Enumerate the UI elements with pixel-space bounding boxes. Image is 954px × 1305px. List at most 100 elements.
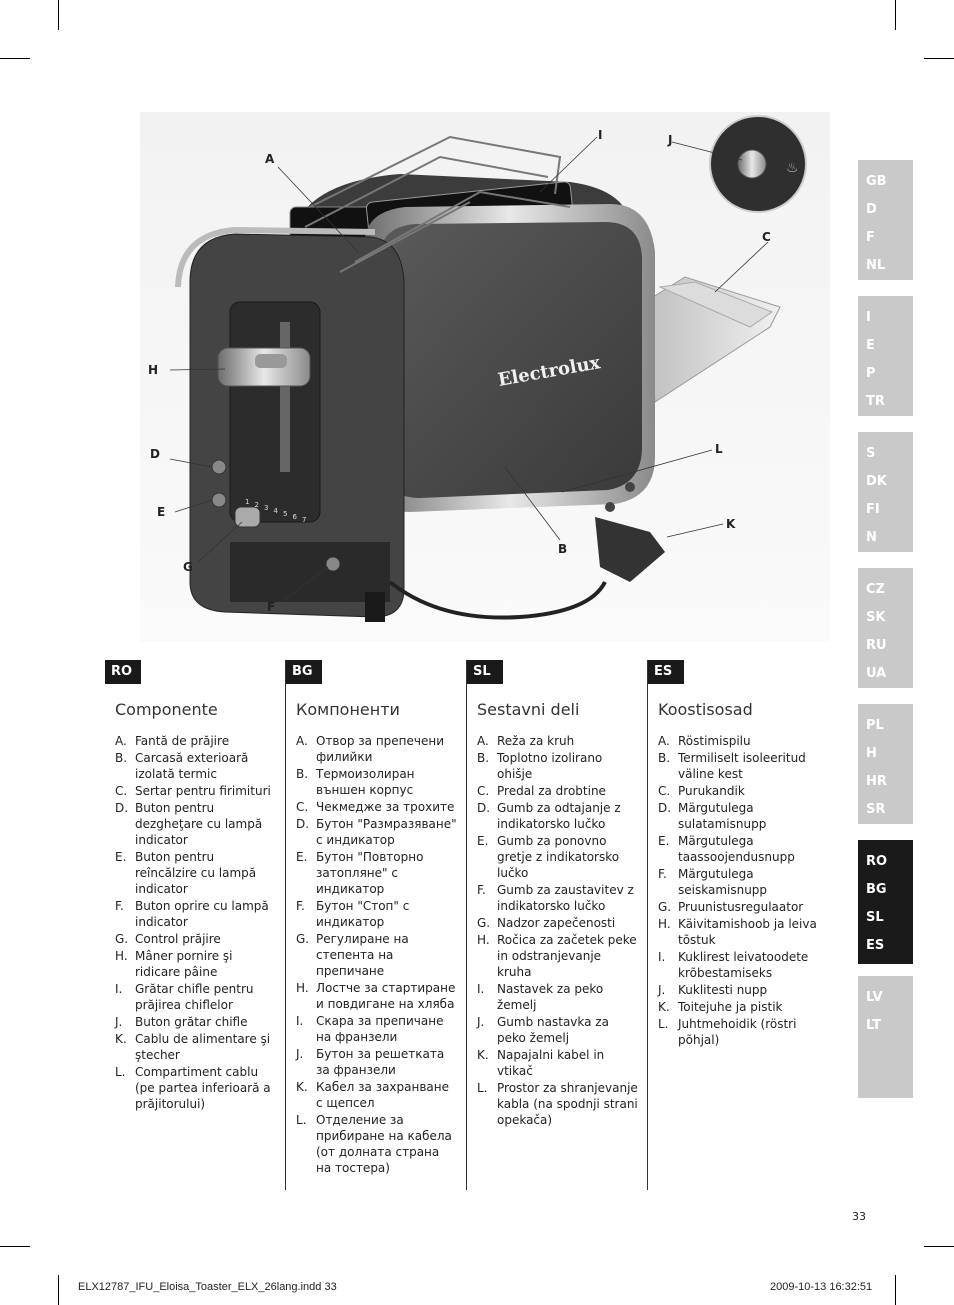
item-key: B. bbox=[115, 751, 128, 765]
language-tab-label: CZ bbox=[866, 582, 885, 597]
language-tab-label: HR bbox=[866, 774, 887, 789]
page-number: 33 bbox=[852, 1210, 866, 1223]
item-text: Käivitamishoob ja leiva tõstuk bbox=[678, 917, 817, 947]
item-text: Buton grătar chifle bbox=[135, 1015, 248, 1029]
list-item: H.Mâner pornire şi ridicare pâine bbox=[115, 948, 277, 980]
item-text: Ročica za začetek peke in odstranjevanje… bbox=[497, 933, 637, 979]
item-key: D. bbox=[296, 817, 310, 831]
language-tab-label: E bbox=[866, 338, 875, 353]
list-item: G.Регулиране на степента на препичане bbox=[296, 931, 458, 979]
scale-digit: 1 bbox=[245, 498, 249, 506]
list-item: C.Чекмедже за трохите bbox=[296, 799, 458, 815]
defrost-button-illustration bbox=[211, 459, 227, 475]
footer-timestamp: 2009-10-13 16:32:51 bbox=[770, 1281, 873, 1293]
item-key: K. bbox=[658, 1000, 670, 1014]
list-item: G.Pruunistusregulaator bbox=[658, 899, 820, 915]
list-item: F.Бутон "Стоп" с индикатор bbox=[296, 898, 458, 930]
language-tab-label: D bbox=[866, 202, 877, 217]
list-item: I.Grătar chifle pentru prăjirea chiflelo… bbox=[115, 981, 277, 1013]
list-item: H. Käivitamishoob ja leiva tõstuk bbox=[658, 916, 820, 948]
item-key: K. bbox=[115, 1032, 127, 1046]
list-item: I.Nastavek za peko žemelj bbox=[477, 981, 639, 1013]
item-key: F. bbox=[658, 867, 667, 881]
item-text: Juhtmehoidik (röstri põhjal) bbox=[678, 1017, 797, 1047]
footer-file-name: ELX12787_IFU_Eloisa_Toaster_ELX_26lang.i… bbox=[78, 1281, 337, 1293]
item-key: L. bbox=[296, 1113, 307, 1127]
item-key: L. bbox=[477, 1081, 488, 1095]
item-text: Kuklitesti nupp bbox=[678, 983, 768, 997]
item-key: K. bbox=[296, 1080, 308, 1094]
list-item: L.Отделение за прибиране на кабела (от д… bbox=[296, 1112, 458, 1176]
language-tab-label: N bbox=[866, 530, 877, 545]
list-item: D.Buton pentru dezgheţare cu lampă indic… bbox=[115, 800, 277, 848]
language-tab-label: LT bbox=[866, 1018, 881, 1033]
item-text: Toitejuhe ja pistik bbox=[678, 1000, 783, 1014]
language-tab-label: S bbox=[866, 446, 876, 461]
item-key: J. bbox=[115, 1015, 123, 1029]
callout-j: J bbox=[668, 133, 673, 147]
item-text: Fantă de prăjire bbox=[135, 734, 230, 748]
item-text: Регулиране на степента на препичане bbox=[316, 932, 409, 978]
column-title: Componente bbox=[115, 700, 218, 719]
list-item: C.Sertar pentru firimituri bbox=[115, 783, 277, 799]
item-text: Термоизолиран външен корпус bbox=[316, 767, 415, 797]
item-text: Control prăjire bbox=[135, 932, 221, 946]
item-text: Buton oprire cu lampă indicator bbox=[135, 899, 269, 929]
language-tab-label: SR bbox=[866, 802, 886, 817]
item-key: L. bbox=[658, 1017, 669, 1031]
item-text: Grătar chifle pentru prăjirea chiflelor bbox=[135, 982, 254, 1012]
item-text: Кабел за захранване с щепсел bbox=[316, 1080, 449, 1110]
column-divider bbox=[647, 660, 648, 1190]
column-bg: BG Компоненти A.Отвор за препечени филий… bbox=[286, 660, 458, 1177]
callout-a: A bbox=[265, 152, 275, 166]
item-text: Отвор за препечени филийки bbox=[316, 734, 445, 764]
list-item: H.Лостче за стартиране и повдигане на хл… bbox=[296, 980, 458, 1012]
callout-l: L bbox=[715, 442, 723, 456]
list-item: J.Kuklitesti nupp bbox=[658, 982, 820, 998]
list-item: G.Nadzor zapečenosti bbox=[477, 915, 639, 931]
item-key: A. bbox=[115, 734, 127, 748]
item-key: H. bbox=[658, 917, 671, 931]
column-title: Koostisosad bbox=[658, 700, 753, 719]
item-key: H. bbox=[296, 981, 309, 995]
list-item: D. Бутон "Размразяване" с индикатор bbox=[296, 816, 458, 848]
list-item: C.Purukandik bbox=[658, 783, 820, 799]
list-item: J. Buton grătar chifle bbox=[115, 1014, 277, 1030]
column-divider bbox=[285, 660, 286, 1190]
list-item: B.Toplotno izolirano ohišje bbox=[477, 750, 639, 782]
item-key: G. bbox=[658, 900, 672, 914]
item-key: E. bbox=[477, 834, 489, 848]
item-text: Gumb za zaustavitev z indikatorsko lučko bbox=[497, 883, 634, 913]
item-text: Buton pentru reîncălzire cu lampă indica… bbox=[135, 850, 257, 896]
list-item: F.Buton oprire cu lampă indicator bbox=[115, 898, 277, 930]
callout-g: G bbox=[183, 560, 193, 574]
item-text: Скара за препичане на франзели bbox=[316, 1014, 444, 1044]
list-item: J.Gumb nastavka za peko žemelj bbox=[477, 1014, 639, 1046]
crop-mark bbox=[58, 0, 59, 30]
item-key: C. bbox=[477, 784, 490, 798]
item-text: Märgutulega taassoojendusnupp bbox=[678, 834, 795, 864]
list-item: L.Prostor za shranjevanje kabla (na spod… bbox=[477, 1080, 639, 1128]
callout-i: I bbox=[598, 128, 603, 142]
list-item: J.Бутон за решетката за франзели bbox=[296, 1046, 458, 1078]
item-text: Toplotno izolirano ohišje bbox=[497, 751, 603, 781]
language-tab-label: GB bbox=[866, 174, 887, 189]
language-tab-label: FI bbox=[866, 502, 880, 517]
item-text: Napajalni kabel in vtikač bbox=[497, 1048, 605, 1078]
list-item: F.Märgutulega seiskamisnupp bbox=[658, 866, 820, 898]
language-tab-label: PL bbox=[866, 718, 884, 733]
svg-text:♨: ♨ bbox=[786, 160, 799, 176]
crop-mark bbox=[0, 58, 30, 59]
item-text: Бутон "Размразяване" с индикатор bbox=[316, 817, 457, 847]
item-text: Чекмедже за трохите bbox=[316, 800, 455, 814]
item-text: Nastavek za peko žemelj bbox=[497, 982, 604, 1012]
callout-h: H bbox=[148, 363, 159, 377]
callout-k: K bbox=[726, 517, 736, 531]
item-key: B. bbox=[658, 751, 671, 765]
callout-d: D bbox=[150, 447, 160, 461]
